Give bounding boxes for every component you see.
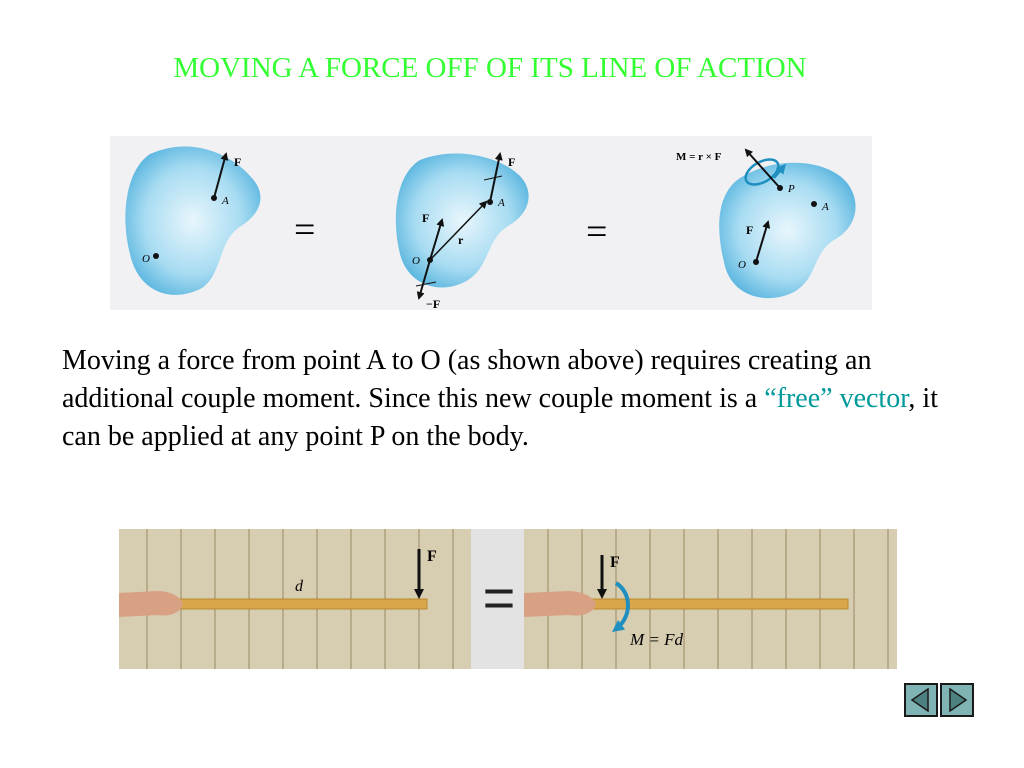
- point-o-dot: [153, 253, 159, 259]
- photo-divider: [471, 529, 524, 669]
- neg-force-arrow: [416, 259, 431, 300]
- rigid-body-shape: [395, 153, 529, 288]
- neg-force-label: −F: [426, 297, 440, 310]
- cancel-tick-2: [415, 281, 437, 287]
- moment-label: M = Fd: [629, 630, 684, 649]
- slide-navigation: [904, 683, 974, 717]
- point-a-label: A: [821, 201, 829, 213]
- force-label-o: F: [422, 211, 429, 225]
- bottom-figure: F d =: [119, 529, 897, 669]
- vector-word: vector: [832, 383, 909, 414]
- cancel-tick-1: [483, 175, 503, 181]
- force-and-couple-illustration: F M = Fd: [524, 529, 897, 669]
- r-label: r: [458, 233, 464, 247]
- point-a-dot: [811, 201, 817, 207]
- hand-shape: [524, 591, 596, 617]
- force-arrow-at-o: [755, 220, 771, 263]
- equals-sign-1: =: [294, 209, 315, 251]
- paragraph-text-2: , it can be applied at any point P on th…: [62, 383, 938, 452]
- explanation-paragraph: Moving a force from point A to O (as sho…: [62, 342, 962, 456]
- couple-moment-arrowhead: [773, 163, 786, 179]
- hand-shape: [119, 591, 183, 617]
- force-label: F: [427, 548, 437, 565]
- moment-vector-arrow: [744, 148, 781, 189]
- previous-slide-button[interactable]: [904, 683, 938, 717]
- rigid-body-shape: [125, 146, 261, 295]
- couple-moment-arrow: [612, 581, 630, 633]
- force-arrow: [213, 152, 229, 199]
- point-o-label: O: [412, 255, 420, 267]
- distance-label: d: [295, 578, 304, 595]
- point-a-dot: [487, 199, 493, 205]
- force-label: F: [234, 155, 241, 169]
- wooden-bar: [168, 598, 428, 610]
- force-transfer-diagram: F A O = F F −F r A O =: [125, 146, 856, 310]
- force-label: F: [746, 223, 753, 237]
- panel-3: M = r × F P A F O: [676, 148, 856, 299]
- free-vector-close-quote: ”: [820, 383, 833, 414]
- point-o-label: O: [738, 259, 746, 271]
- photo-force-at-distance: F d: [119, 529, 471, 669]
- top-figure: F A O = F F −F r A O =: [110, 136, 872, 310]
- point-o-dot: [427, 257, 433, 263]
- force-arrow-at-o: [429, 218, 445, 261]
- panel-2: F F −F r A O: [395, 152, 529, 310]
- point-o-dot: [753, 259, 759, 265]
- point-p-dot: [777, 185, 783, 191]
- free-vector-open-quote: “: [764, 383, 777, 414]
- moment-formula: M = r × F: [676, 151, 722, 163]
- equals-sign: =: [482, 566, 516, 629]
- panel-1: F A O: [125, 146, 261, 295]
- slide-title: MOVING A FORCE OFF OF ITS LINE OF ACTION: [173, 52, 807, 84]
- force-label-a: F: [508, 155, 515, 169]
- point-o-label: O: [142, 253, 150, 265]
- point-a-label: A: [497, 197, 505, 209]
- point-a-dot: [211, 195, 217, 201]
- point-p-label: P: [787, 183, 795, 195]
- force-at-distance-illustration: F d: [119, 529, 471, 669]
- photo-force-and-couple: F M = Fd: [524, 529, 897, 669]
- triangle-right-icon: [949, 687, 968, 713]
- next-slide-button[interactable]: [940, 683, 974, 717]
- rigid-body-shape: [719, 162, 856, 299]
- point-a-label: A: [221, 195, 229, 207]
- force-label: F: [610, 554, 620, 571]
- position-vector-r: [429, 200, 488, 261]
- equals-sign-2: =: [586, 211, 607, 253]
- free-word: free: [776, 383, 821, 414]
- triangle-left-icon: [910, 687, 929, 713]
- paragraph-text-1: Moving a force from point A to O (as sho…: [62, 345, 872, 414]
- wooden-bar: [583, 598, 849, 610]
